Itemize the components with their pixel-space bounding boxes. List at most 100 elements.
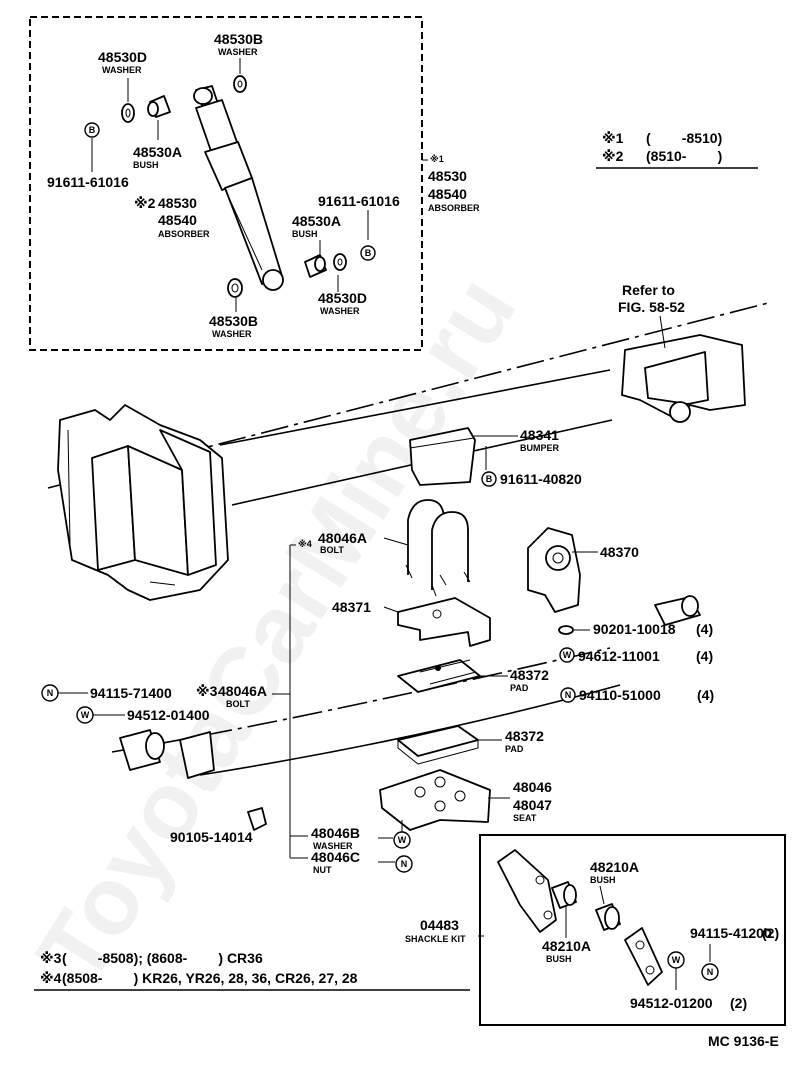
absorber-drawing[interactable] xyxy=(193,85,284,291)
svg-text:BUSH: BUSH xyxy=(546,954,572,964)
bolt-circle-icon xyxy=(360,245,376,261)
svg-text:94115-71400: 94115-71400 xyxy=(90,685,172,701)
svg-text:ABSORBER: ABSORBER xyxy=(428,203,480,213)
washer-48530D-bottom[interactable] xyxy=(333,253,347,271)
svg-text:94115-41200: 94115-41200 xyxy=(690,925,772,941)
washer-48530B-top[interactable] xyxy=(233,75,247,93)
shackle-plate-outer[interactable] xyxy=(624,927,663,986)
svg-text:48341: 48341 xyxy=(520,427,559,443)
legend-bottom: ※3 ( -8508); (8608- ) CR36 ※4 (8508- ) K… xyxy=(34,950,470,991)
pad-48372-top[interactable] xyxy=(397,659,481,693)
svg-text:※1: ※1 xyxy=(430,154,444,164)
svg-text:48540: 48540 xyxy=(158,212,197,228)
svg-text:PAD: PAD xyxy=(510,683,529,693)
svg-text:91611-61016: 91611-61016 xyxy=(318,193,400,209)
label-94512-right: W 94512-01200 (2) xyxy=(630,951,747,1011)
bush-48530A-left[interactable] xyxy=(147,95,171,118)
svg-text:W: W xyxy=(563,650,572,660)
svg-text:48210A: 48210A xyxy=(542,938,591,954)
svg-text:48540: 48540 xyxy=(428,186,467,202)
svg-text:48530D: 48530D xyxy=(318,290,367,306)
label-bolt-91611-left: B 91611-61016 xyxy=(47,122,129,190)
label-94115-left: N 94115-71400 xyxy=(41,684,172,702)
svg-text:91611-40820: 91611-40820 xyxy=(500,471,582,487)
svg-text:FIG. 58-52: FIG. 58-52 xyxy=(618,299,685,315)
bracket-48370[interactable] xyxy=(527,527,581,613)
label-bumper-bolt: B 91611-40820 xyxy=(481,471,582,487)
label-bush-48210A-bottom: 48210A BUSH xyxy=(542,906,591,964)
svg-text:91611-61016: 91611-61016 xyxy=(47,174,129,190)
pad-48372-bottom[interactable] xyxy=(397,725,479,765)
svg-text:48046C: 48046C xyxy=(311,849,360,865)
shackle-plate-inner[interactable] xyxy=(497,849,557,933)
svg-text:N: N xyxy=(565,690,572,700)
legend-top: ※1 ( -8510) ※2 (8510- ) xyxy=(596,130,758,169)
bolt-circle-icon xyxy=(84,122,100,138)
svg-text:( -8508); (8608-: ( -8508); (8608- ) CR36 xyxy=(62,950,263,966)
svg-text:(4): (4) xyxy=(696,648,713,664)
svg-text:48046A: 48046A xyxy=(318,530,367,546)
rear-shackle-bracket[interactable] xyxy=(621,334,746,423)
svg-text:48530: 48530 xyxy=(428,168,467,184)
svg-text:94512-01400: 94512-01400 xyxy=(127,707,210,723)
spring-front-eye[interactable] xyxy=(119,729,215,779)
figure-code: MC 9136-E xyxy=(708,1033,779,1049)
svg-text:※1: ※1 xyxy=(602,130,624,146)
label-shackle-kit: 04483 SHACKLE KIT xyxy=(405,917,484,944)
svg-text:04483: 04483 xyxy=(420,917,459,933)
svg-text:(2): (2) xyxy=(730,995,747,1011)
label-94612: W 94612-11001 (4) xyxy=(559,647,713,664)
seat-48046[interactable] xyxy=(379,769,491,831)
svg-text:(2): (2) xyxy=(762,925,779,941)
svg-text:NUT: NUT xyxy=(313,865,332,875)
svg-text:※3: ※3 xyxy=(40,950,62,966)
svg-text:W: W xyxy=(398,835,407,845)
bolt-circle-icon xyxy=(481,471,497,487)
svg-text:WASHER: WASHER xyxy=(102,65,142,75)
refer-note: Refer to FIG. 58-52 xyxy=(618,282,685,349)
svg-text:B: B xyxy=(89,125,96,135)
washer-90201[interactable] xyxy=(558,625,574,635)
svg-text:BOLT: BOLT xyxy=(226,699,250,709)
label-48046C: 48046C NUT N xyxy=(311,849,413,875)
svg-text:94110-51000: 94110-51000 xyxy=(579,687,661,703)
spacer-48371[interactable] xyxy=(397,597,491,647)
label-90105: 90105-14014 xyxy=(170,829,253,845)
svg-text:48372: 48372 xyxy=(505,728,544,744)
label-u-bolt-4: ※4 48046A BOLT xyxy=(298,530,367,555)
bush-near-48370[interactable] xyxy=(654,595,701,626)
svg-text:WASHER: WASHER xyxy=(320,306,360,316)
svg-text:(8508- ) KR26, YR26, 28: (8508- ) KR26, YR26, 28, 36, CR26, 27, 2… xyxy=(62,970,358,986)
svg-text:SEAT: SEAT xyxy=(513,813,537,823)
svg-text:PAD: PAD xyxy=(505,744,524,754)
svg-text:48047: 48047 xyxy=(513,797,552,813)
label-94115-right: 94115-41200 (2) N xyxy=(690,925,779,981)
washer-48530D-top[interactable] xyxy=(121,103,135,123)
svg-text:(8510- ): (8510- ) xyxy=(646,148,722,164)
shackle-kit-box xyxy=(479,834,786,1026)
bush-48210A-bottom-part[interactable] xyxy=(595,903,621,931)
washer-48530B-bottom[interactable] xyxy=(227,278,243,298)
u-bolt-48046A[interactable] xyxy=(405,499,471,597)
bolt-90105[interactable] xyxy=(204,788,267,831)
svg-text:94612-11001: 94612-11001 xyxy=(578,648,660,664)
label-seat: 48046 48047 SEAT xyxy=(513,779,552,823)
bush-48210A-top-part[interactable] xyxy=(551,881,577,909)
svg-text:( -8510): ( -8510) xyxy=(646,130,722,146)
front-hanger-bracket[interactable] xyxy=(57,404,229,601)
svg-text:48372: 48372 xyxy=(510,667,549,683)
bush-48530A-right[interactable] xyxy=(304,254,327,278)
label-absorber-2: ※2 48530 48540 ABSORBER xyxy=(134,195,210,239)
svg-text:※4: ※4 xyxy=(298,539,312,549)
svg-text:SHACKLE KIT: SHACKLE KIT xyxy=(405,934,466,944)
svg-text:(4): (4) xyxy=(697,687,714,703)
svg-text:N: N xyxy=(401,859,408,869)
bumper-48341[interactable] xyxy=(409,427,476,486)
svg-text:WASHER: WASHER xyxy=(212,329,252,339)
svg-text:Refer to: Refer to xyxy=(622,282,675,298)
svg-text:90201-10018: 90201-10018 xyxy=(593,621,676,637)
label-94110: N 94110-51000 (4) xyxy=(560,687,714,703)
svg-text:B: B xyxy=(365,248,372,258)
svg-text:BUSH: BUSH xyxy=(133,160,159,170)
